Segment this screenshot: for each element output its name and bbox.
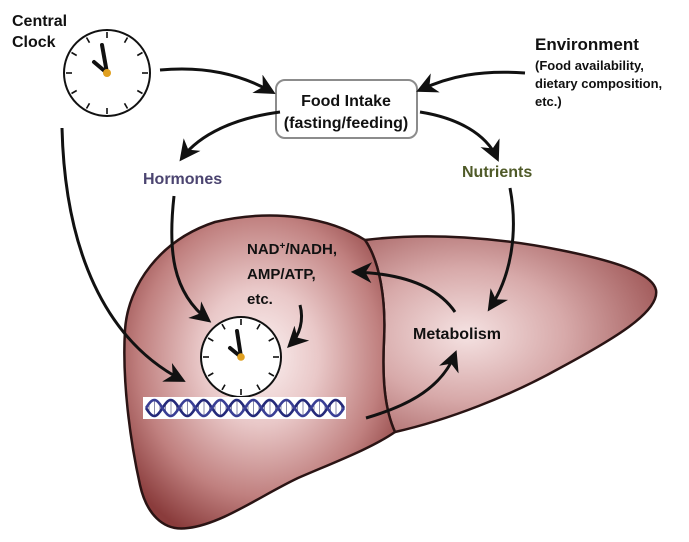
- nad-label-line1: NAD+/NADH,: [247, 241, 337, 259]
- arrow-food-intake-to-hormones: [179, 110, 281, 162]
- arrow-dna-to-metabolism: [365, 350, 459, 420]
- central-clock-label-line1: Central: [12, 13, 67, 30]
- environment-title: Environment: [535, 35, 639, 54]
- food-intake-label-line2: (fasting/feeding): [284, 115, 408, 132]
- central-clock-icon: [63, 29, 151, 117]
- nad-label-line3: etc.: [247, 291, 273, 308]
- environment-detail-line1: (Food availability,: [535, 58, 644, 73]
- arrow-central-clock-to-dna: [60, 127, 186, 382]
- metabolism-label: Metabolism: [413, 326, 501, 343]
- central-clock-label-line2: Clock: [12, 34, 56, 51]
- arrow-environment-to-food-intake: [416, 70, 526, 93]
- nad-label-line2: AMP/ATP,: [247, 266, 316, 283]
- hormones-label: Hormones: [143, 171, 222, 188]
- food-intake-box: [275, 79, 418, 139]
- environment-detail-line3: etc.): [535, 94, 562, 109]
- arrow-hormones-to-liver-clock: [170, 195, 212, 323]
- nutrients-label: Nutrients: [462, 164, 532, 181]
- dna-helix-icon: [143, 397, 346, 419]
- liver-clock-icon: [200, 316, 282, 398]
- environment-detail-line2: dietary composition,: [535, 76, 662, 91]
- arrow-food-intake-to-nutrients: [419, 110, 500, 162]
- arrow-metabolism-to-nad: [350, 262, 457, 313]
- arrow-nutrients-to-metabolism: [487, 187, 515, 312]
- arrow-nad-to-liver-clock: [287, 304, 310, 348]
- arrow-clock-to-food-intake: [159, 67, 276, 95]
- food-intake-label-line1: Food Intake: [301, 93, 391, 110]
